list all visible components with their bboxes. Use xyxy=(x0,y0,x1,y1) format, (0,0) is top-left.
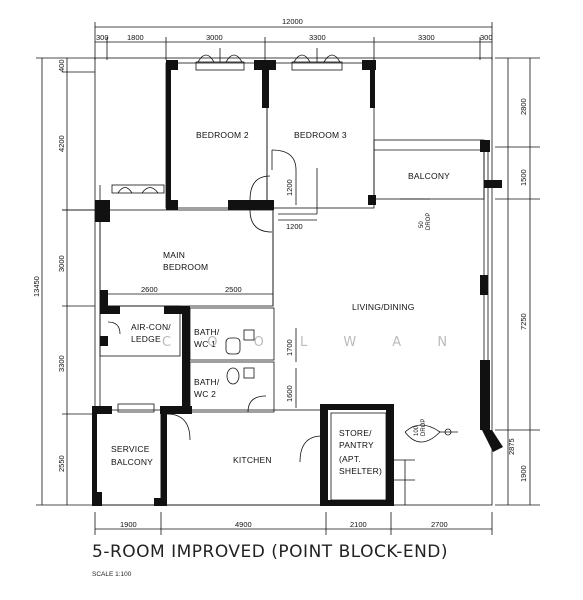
dim-interior-1700: 1700 xyxy=(285,339,294,356)
label-aircon-2: LEDGE xyxy=(131,334,161,344)
dim-bottom-3: 2100 xyxy=(350,520,367,529)
label-bath-1-b: WC 1 xyxy=(194,339,216,349)
label-bath-1-a: BATH/ xyxy=(194,327,220,337)
dim-bottom-1: 1900 xyxy=(120,520,137,529)
note-100-drop-b: DROP xyxy=(421,419,427,436)
drop-notes: 50 DROP 100 DROP xyxy=(414,213,432,436)
dim-top-6: 300 xyxy=(480,33,493,42)
dim-right-2: 1500 xyxy=(519,169,528,186)
label-aircon-1: AIR-CON/ xyxy=(131,322,171,332)
dim-interior-1200-h: 1200 xyxy=(286,222,303,231)
dim-left-1: 400 xyxy=(57,59,66,72)
plan-scale: SCALE 1:100 xyxy=(92,571,132,578)
dim-interior-1600: 1600 xyxy=(285,385,294,402)
label-store-3: (APT. xyxy=(339,454,361,464)
label-main-bedroom-1: MAIN xyxy=(163,250,185,260)
dim-top-4: 3300 xyxy=(309,33,326,42)
label-bath-2-b: WC 2 xyxy=(194,389,216,399)
note-50-drop-b: DROP xyxy=(426,213,432,230)
watermark: C O O L W A N xyxy=(162,335,463,350)
dimension-lines xyxy=(36,22,540,535)
label-service-1: SERVICE xyxy=(111,444,150,454)
label-service-2: BALCONY xyxy=(111,457,153,467)
dim-interior-2600: 2600 xyxy=(141,285,158,294)
dim-right-3: 7250 xyxy=(519,313,528,330)
dim-top-1: 300 xyxy=(96,33,109,42)
label-store-4: SHELTER) xyxy=(339,466,382,476)
dim-interior-2500: 2500 xyxy=(225,285,242,294)
dim-top-3: 3000 xyxy=(206,33,223,42)
walls xyxy=(92,60,503,506)
dim-right-5: 1900 xyxy=(519,465,528,482)
room-labels: BEDROOM 2 BEDROOM 3 BALCONY MAIN BEDROOM… xyxy=(111,130,450,476)
dim-top-5: 3300 xyxy=(418,33,435,42)
dim-overall-width: 12000 xyxy=(282,17,303,26)
dim-interior-1200-v: 1200 xyxy=(285,179,294,196)
label-balcony: BALCONY xyxy=(408,171,450,181)
dim-bottom-2: 4900 xyxy=(235,520,252,529)
dim-bottom-4: 2700 xyxy=(431,520,448,529)
label-store-1: STORE/ xyxy=(339,428,372,438)
note-50-drop-a: 50 xyxy=(419,221,425,228)
label-bath-2-a: BATH/ xyxy=(194,377,220,387)
plan-title: 5-ROOM IMPROVED (POINT BLOCK-END) xyxy=(92,542,448,562)
windows-doors xyxy=(107,48,458,463)
dim-left-total: 13450 xyxy=(32,276,41,297)
dimension-texts: 12000 300 1800 3000 3300 3300 300 1900 4… xyxy=(32,17,528,529)
dim-left-5: 2550 xyxy=(57,455,66,472)
dim-left-2: 4200 xyxy=(57,135,66,152)
label-bedroom-2: BEDROOM 2 xyxy=(196,130,249,140)
label-store-2: PANTRY xyxy=(339,440,374,450)
dim-left-4: 3300 xyxy=(57,355,66,372)
label-living-dining: LIVING/DINING xyxy=(352,302,415,312)
dim-top-2: 1800 xyxy=(127,33,144,42)
label-main-bedroom-2: BEDROOM xyxy=(163,262,208,272)
dim-left-3: 3000 xyxy=(57,255,66,272)
label-bedroom-3: BEDROOM 3 xyxy=(294,130,347,140)
note-100-drop-a: 100 xyxy=(414,425,420,436)
label-kitchen: KITCHEN xyxy=(233,455,272,465)
dim-right-1: 2800 xyxy=(519,98,528,115)
dim-right-4: 2875 xyxy=(507,438,516,455)
